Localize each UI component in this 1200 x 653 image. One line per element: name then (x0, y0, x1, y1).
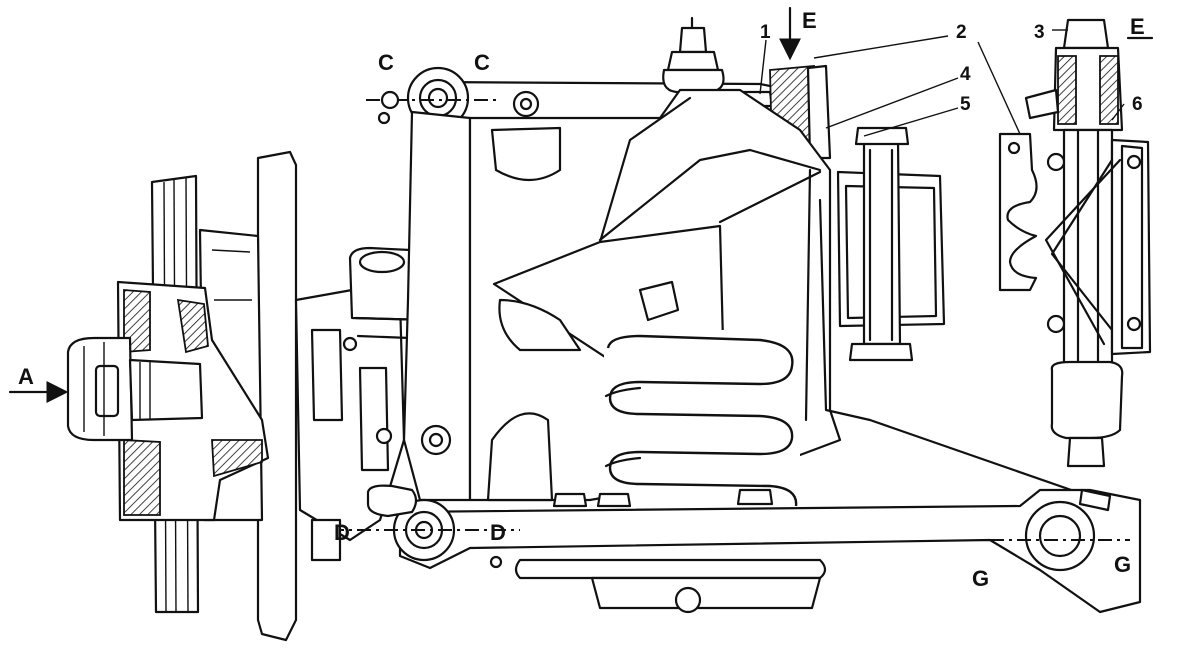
label-e-detail: E (1130, 14, 1145, 39)
detail-e-shock-view (998, 18, 1152, 468)
label-part-6: 6 (1132, 94, 1143, 115)
shock-absorber (836, 126, 946, 362)
label-d-right: D (490, 520, 506, 545)
label-part-3: 3 (1034, 22, 1045, 43)
leader-lines (8, 6, 1154, 403)
label-part-2: 2 (956, 22, 967, 43)
label-part-5: 5 (960, 94, 971, 115)
label-part-1: 1 (760, 22, 771, 43)
label-c-right: C (474, 50, 490, 75)
brake-disc-assembly (66, 150, 298, 642)
label-a: A (18, 364, 34, 389)
lower-control-arm (310, 484, 1142, 614)
label-g-left: G (972, 566, 989, 591)
callout-labels: A C C D D E E G G 1 2 3 4 5 6 (18, 8, 1145, 591)
label-g-right: G (1114, 552, 1131, 577)
label-c-left: C (378, 50, 394, 75)
label-e-arrow: E (802, 8, 817, 33)
label-d-left: D (334, 520, 350, 545)
label-part-4: 4 (960, 64, 971, 85)
steering-knuckle (294, 246, 454, 542)
coil-spring (604, 330, 800, 510)
